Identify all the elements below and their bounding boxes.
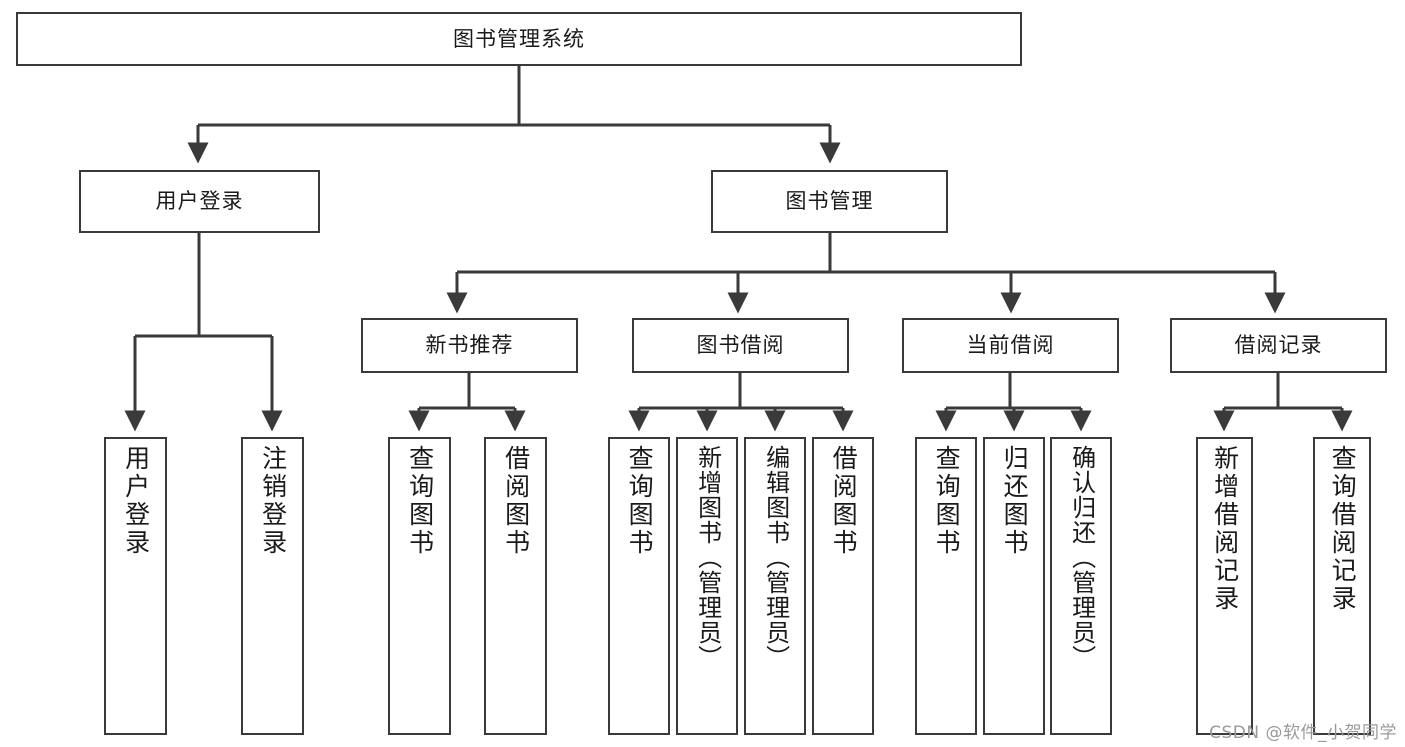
node-book-manage-label: 图书管理: [785, 189, 874, 214]
leaf-user-login[interactable]: 用户登录: [104, 437, 167, 735]
leaf-current-return-book[interactable]: 归还图书: [983, 437, 1045, 735]
node-root[interactable]: 图书管理系统: [16, 12, 1022, 66]
leaf-newbook-query-book[interactable]: 查询图书: [388, 437, 451, 735]
node-current-borrow-label: 当前借阅: [966, 333, 1055, 358]
leaf-current-confirm-return-label: 确认归还（管理员）: [1067, 445, 1096, 670]
node-root-label: 图书管理系统: [453, 26, 585, 51]
node-borrow-record[interactable]: 借阅记录: [1170, 318, 1387, 373]
leaf-borrow-query-book[interactable]: 查询图书: [608, 437, 670, 735]
leaf-user-login-label: 用户登录: [121, 445, 151, 557]
leaf-newbook-borrow-book[interactable]: 借阅图书: [484, 437, 547, 735]
node-book-borrow-label: 图书借阅: [696, 333, 785, 358]
leaf-newbook-query-book-label: 查询图书: [405, 445, 435, 557]
leaf-record-query[interactable]: 查询借阅记录: [1313, 437, 1371, 735]
leaf-record-query-label: 查询借阅记录: [1328, 445, 1358, 613]
leaf-borrow-query-book-label: 查询图书: [625, 445, 655, 557]
leaf-borrow-edit-book[interactable]: 编辑图书（管理员）: [744, 437, 806, 735]
node-borrow-record-label: 借阅记录: [1234, 333, 1323, 358]
node-user-login-label: 用户登录: [155, 189, 244, 214]
node-user-login[interactable]: 用户登录: [79, 170, 320, 233]
node-new-book-recommend-label: 新书推荐: [425, 333, 514, 358]
leaf-logout-label: 注销登录: [258, 445, 288, 557]
node-book-borrow[interactable]: 图书借阅: [632, 318, 849, 373]
leaf-borrow-add-book[interactable]: 新增图书（管理员）: [676, 437, 738, 735]
leaf-current-return-book-label: 归还图书: [1000, 445, 1030, 557]
leaf-record-add-label: 新增借阅记录: [1210, 445, 1240, 613]
leaf-borrow-borrow-book[interactable]: 借阅图书: [812, 437, 874, 735]
leaf-record-add[interactable]: 新增借阅记录: [1196, 437, 1253, 735]
leaf-current-query-book-label: 查询图书: [932, 445, 962, 557]
leaf-current-confirm-return[interactable]: 确认归还（管理员）: [1050, 437, 1112, 735]
leaf-borrow-add-book-label: 新增图书（管理员）: [693, 445, 722, 670]
leaf-borrow-borrow-book-label: 借阅图书: [829, 445, 859, 557]
leaf-logout[interactable]: 注销登录: [241, 437, 304, 735]
node-current-borrow[interactable]: 当前借阅: [902, 318, 1119, 373]
leaf-borrow-edit-book-label: 编辑图书（管理员）: [761, 445, 790, 670]
leaf-newbook-borrow-book-label: 借阅图书: [501, 445, 531, 557]
node-book-manage[interactable]: 图书管理: [711, 170, 948, 233]
leaf-current-query-book[interactable]: 查询图书: [915, 437, 977, 735]
node-new-book-recommend[interactable]: 新书推荐: [361, 318, 578, 373]
